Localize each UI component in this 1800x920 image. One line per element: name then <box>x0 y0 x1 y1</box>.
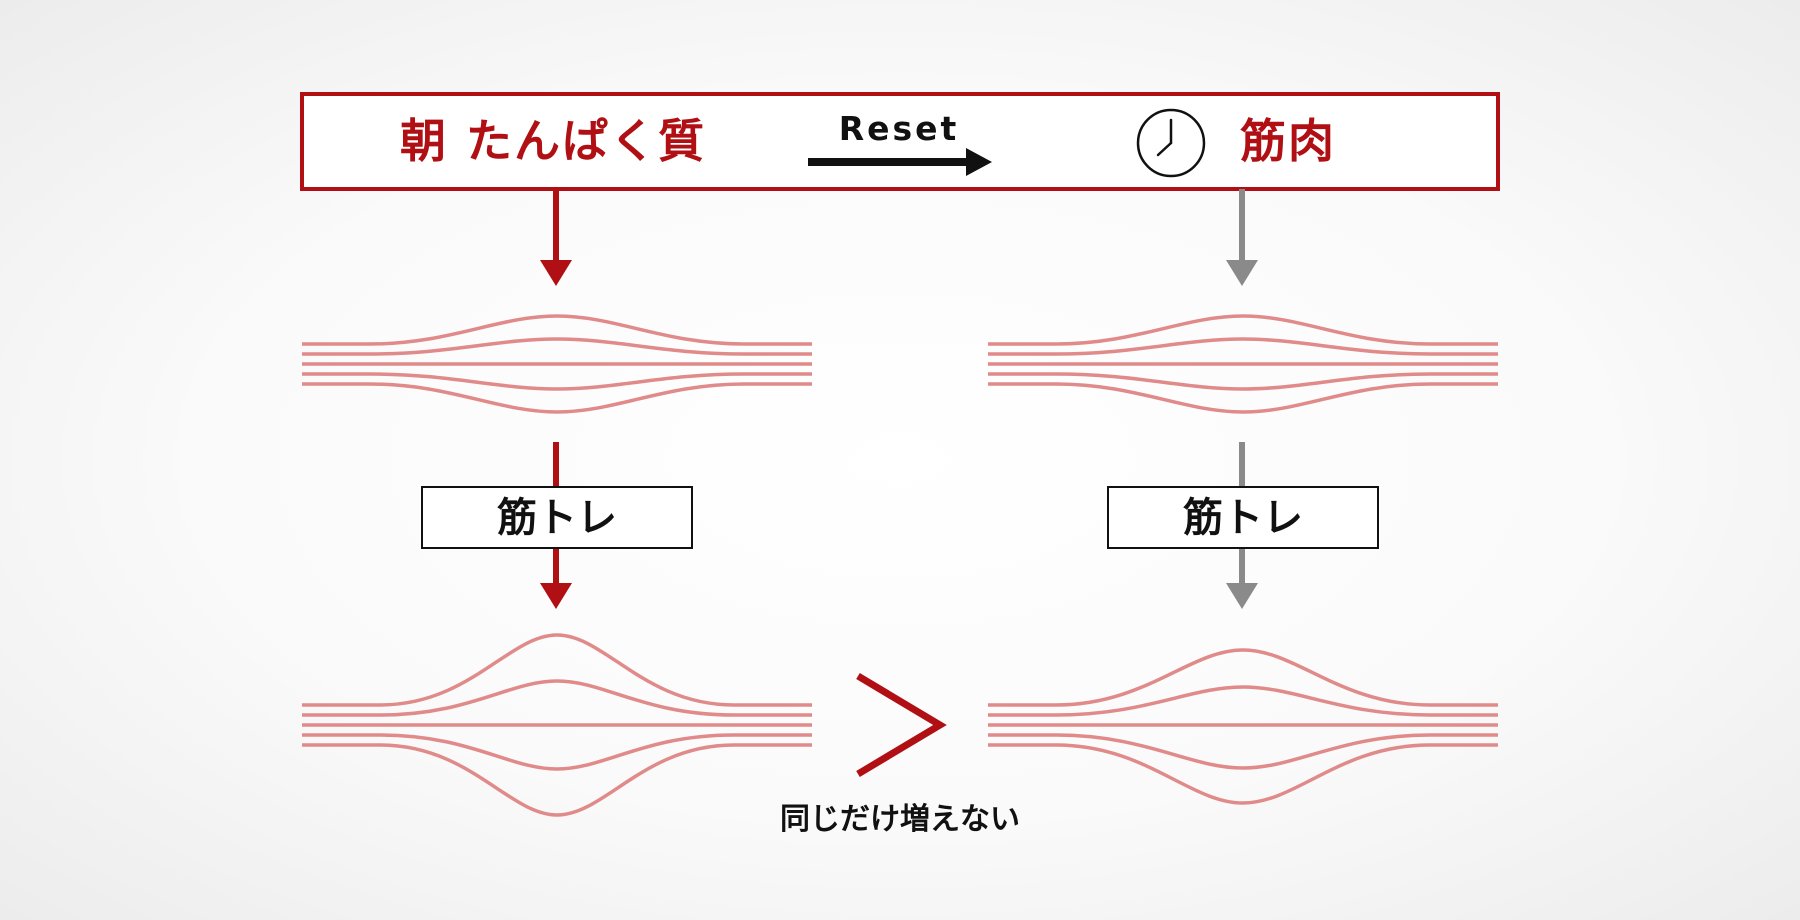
header-right-label: 筋肉 <box>1240 114 1336 168</box>
left-training-label: 筋トレ <box>497 495 617 541</box>
muscle-fiber-line <box>302 633 812 707</box>
header-left-label: 朝 たんぱく質 <box>400 114 706 168</box>
greater-than-symbol <box>856 672 947 778</box>
muscle-left-before <box>302 314 812 414</box>
muscle-fiber-line <box>302 382 812 414</box>
muscle-right-before <box>988 314 1498 414</box>
muscle-fiber-line <box>988 685 1498 717</box>
right-arrow-middle <box>1226 442 1258 609</box>
muscle-fiber-line <box>302 314 812 346</box>
muscle-right-after <box>988 648 1498 805</box>
reset-label: Reset <box>839 109 960 148</box>
muscle-fiber-line <box>302 733 812 771</box>
comparison-caption: 同じだけ増えない <box>780 802 1020 837</box>
left-arrow-top <box>540 189 572 286</box>
muscle-fiber-line <box>988 314 1498 346</box>
muscle-fiber-line <box>302 679 812 717</box>
muscle-fiber-line <box>988 382 1498 414</box>
right-training-label: 筋トレ <box>1183 495 1303 541</box>
left-arrow-middle <box>540 442 572 609</box>
right-arrow-top <box>1226 189 1258 286</box>
clock-icon <box>1136 108 1206 178</box>
left-training-box: 筋トレ <box>421 486 693 549</box>
muscle-fiber-line <box>302 372 812 391</box>
right-training-box: 筋トレ <box>1107 486 1379 549</box>
reset-arrow <box>808 148 992 176</box>
muscle-fiber-line <box>302 337 812 356</box>
muscle-fiber-line <box>302 743 812 817</box>
muscle-fiber-line <box>988 648 1498 707</box>
muscle-fiber-line <box>988 372 1498 391</box>
muscle-fiber-line <box>988 733 1498 770</box>
muscle-left-after <box>302 633 812 817</box>
muscle-fiber-line <box>988 743 1498 805</box>
muscle-fiber-line <box>988 337 1498 356</box>
header-box <box>300 92 1500 191</box>
